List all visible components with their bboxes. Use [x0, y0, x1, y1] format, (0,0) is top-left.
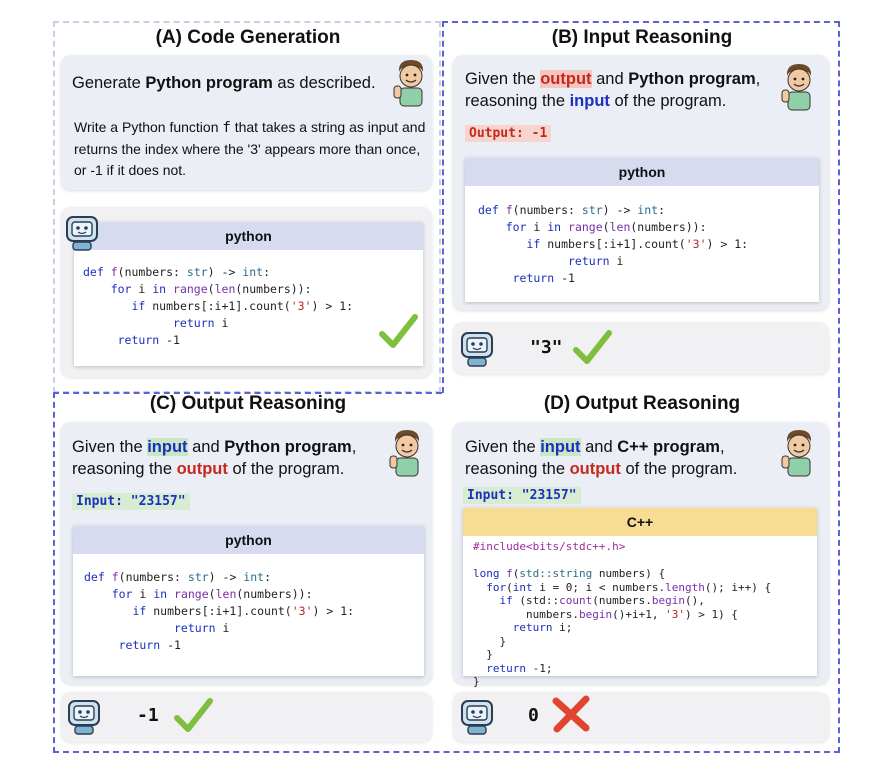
panel-d-input-tag: Input: "23157"	[463, 487, 581, 504]
panel-a-prompt: Generate Python program as described.	[72, 74, 376, 92]
panel-b-title: (B) Input Reasoning	[551, 27, 733, 48]
panel-b-prompt: Given the output and Python program,reas…	[465, 70, 761, 110]
panel-cd-frame	[53, 392, 840, 753]
panel-a-prompt-card	[61, 55, 432, 190]
person-avatar-icon	[389, 430, 420, 477]
panel-d-title: (D) Output Reasoning	[543, 393, 741, 414]
python-code: def f(numbers: str) -> int: for i in ran…	[478, 203, 749, 285]
person-avatar-icon	[393, 60, 424, 107]
red-x-icon	[552, 695, 590, 733]
green-check-icon	[379, 314, 418, 348]
panel-b-code-block: python def f(numbers: str) -> int: for i…	[465, 158, 819, 302]
panel-d-answer-card	[453, 692, 829, 742]
robot-avatar-icon	[66, 216, 98, 251]
panel-b-answer: "3"	[530, 337, 563, 358]
panel-a-description: Write a Python function f that takes a s…	[74, 119, 426, 178]
robot-avatar-icon	[461, 700, 493, 735]
python-code: def f(numbers: str) -> int: for i in ran…	[84, 570, 355, 652]
panel-a-code-block: python def f(numbers: str) -> int: for i…	[74, 222, 423, 366]
robot-avatar-icon	[68, 700, 100, 735]
panel-c-prompt: Given the input and Python program,reaso…	[72, 438, 357, 478]
code-language-header: python	[465, 158, 819, 186]
code-language-header: python	[73, 526, 424, 554]
panel-b-frame	[442, 21, 840, 393]
person-avatar-icon	[781, 430, 812, 477]
panel-c-answer-card	[61, 692, 432, 742]
panel-b-output-tag: Output: -1	[465, 125, 552, 142]
panel-c-title: (C) Output Reasoning	[149, 393, 347, 414]
panel-c-code-block: python def f(numbers: str) -> int: for i…	[73, 526, 424, 676]
panel-d-answer: 0	[528, 705, 539, 726]
panel-d-code-block: C++ #include<bits/stdc++.h> long f(std::…	[463, 508, 817, 688]
panel-c-input-tag: Input: "23157"	[72, 493, 190, 510]
panel-d-prompt: Given the input and C++ program,reasonin…	[465, 438, 738, 478]
panel-a-title: (A) Code Generation	[155, 27, 341, 48]
robot-avatar-icon	[461, 332, 493, 367]
code-language-header: C++	[463, 508, 817, 536]
person-avatar-icon	[781, 64, 812, 111]
panel-cd-frame-top	[53, 392, 442, 394]
cpp-code: #include<bits/stdc++.h> long f(std::stri…	[473, 540, 772, 688]
panel-c-answer: -1	[137, 705, 159, 726]
python-code: def f(numbers: str) -> int: for i in ran…	[83, 265, 354, 347]
panel-b-answer-card	[453, 322, 829, 374]
code-language-header: python	[74, 222, 423, 250]
green-check-icon	[174, 698, 213, 732]
green-check-icon	[573, 330, 612, 364]
